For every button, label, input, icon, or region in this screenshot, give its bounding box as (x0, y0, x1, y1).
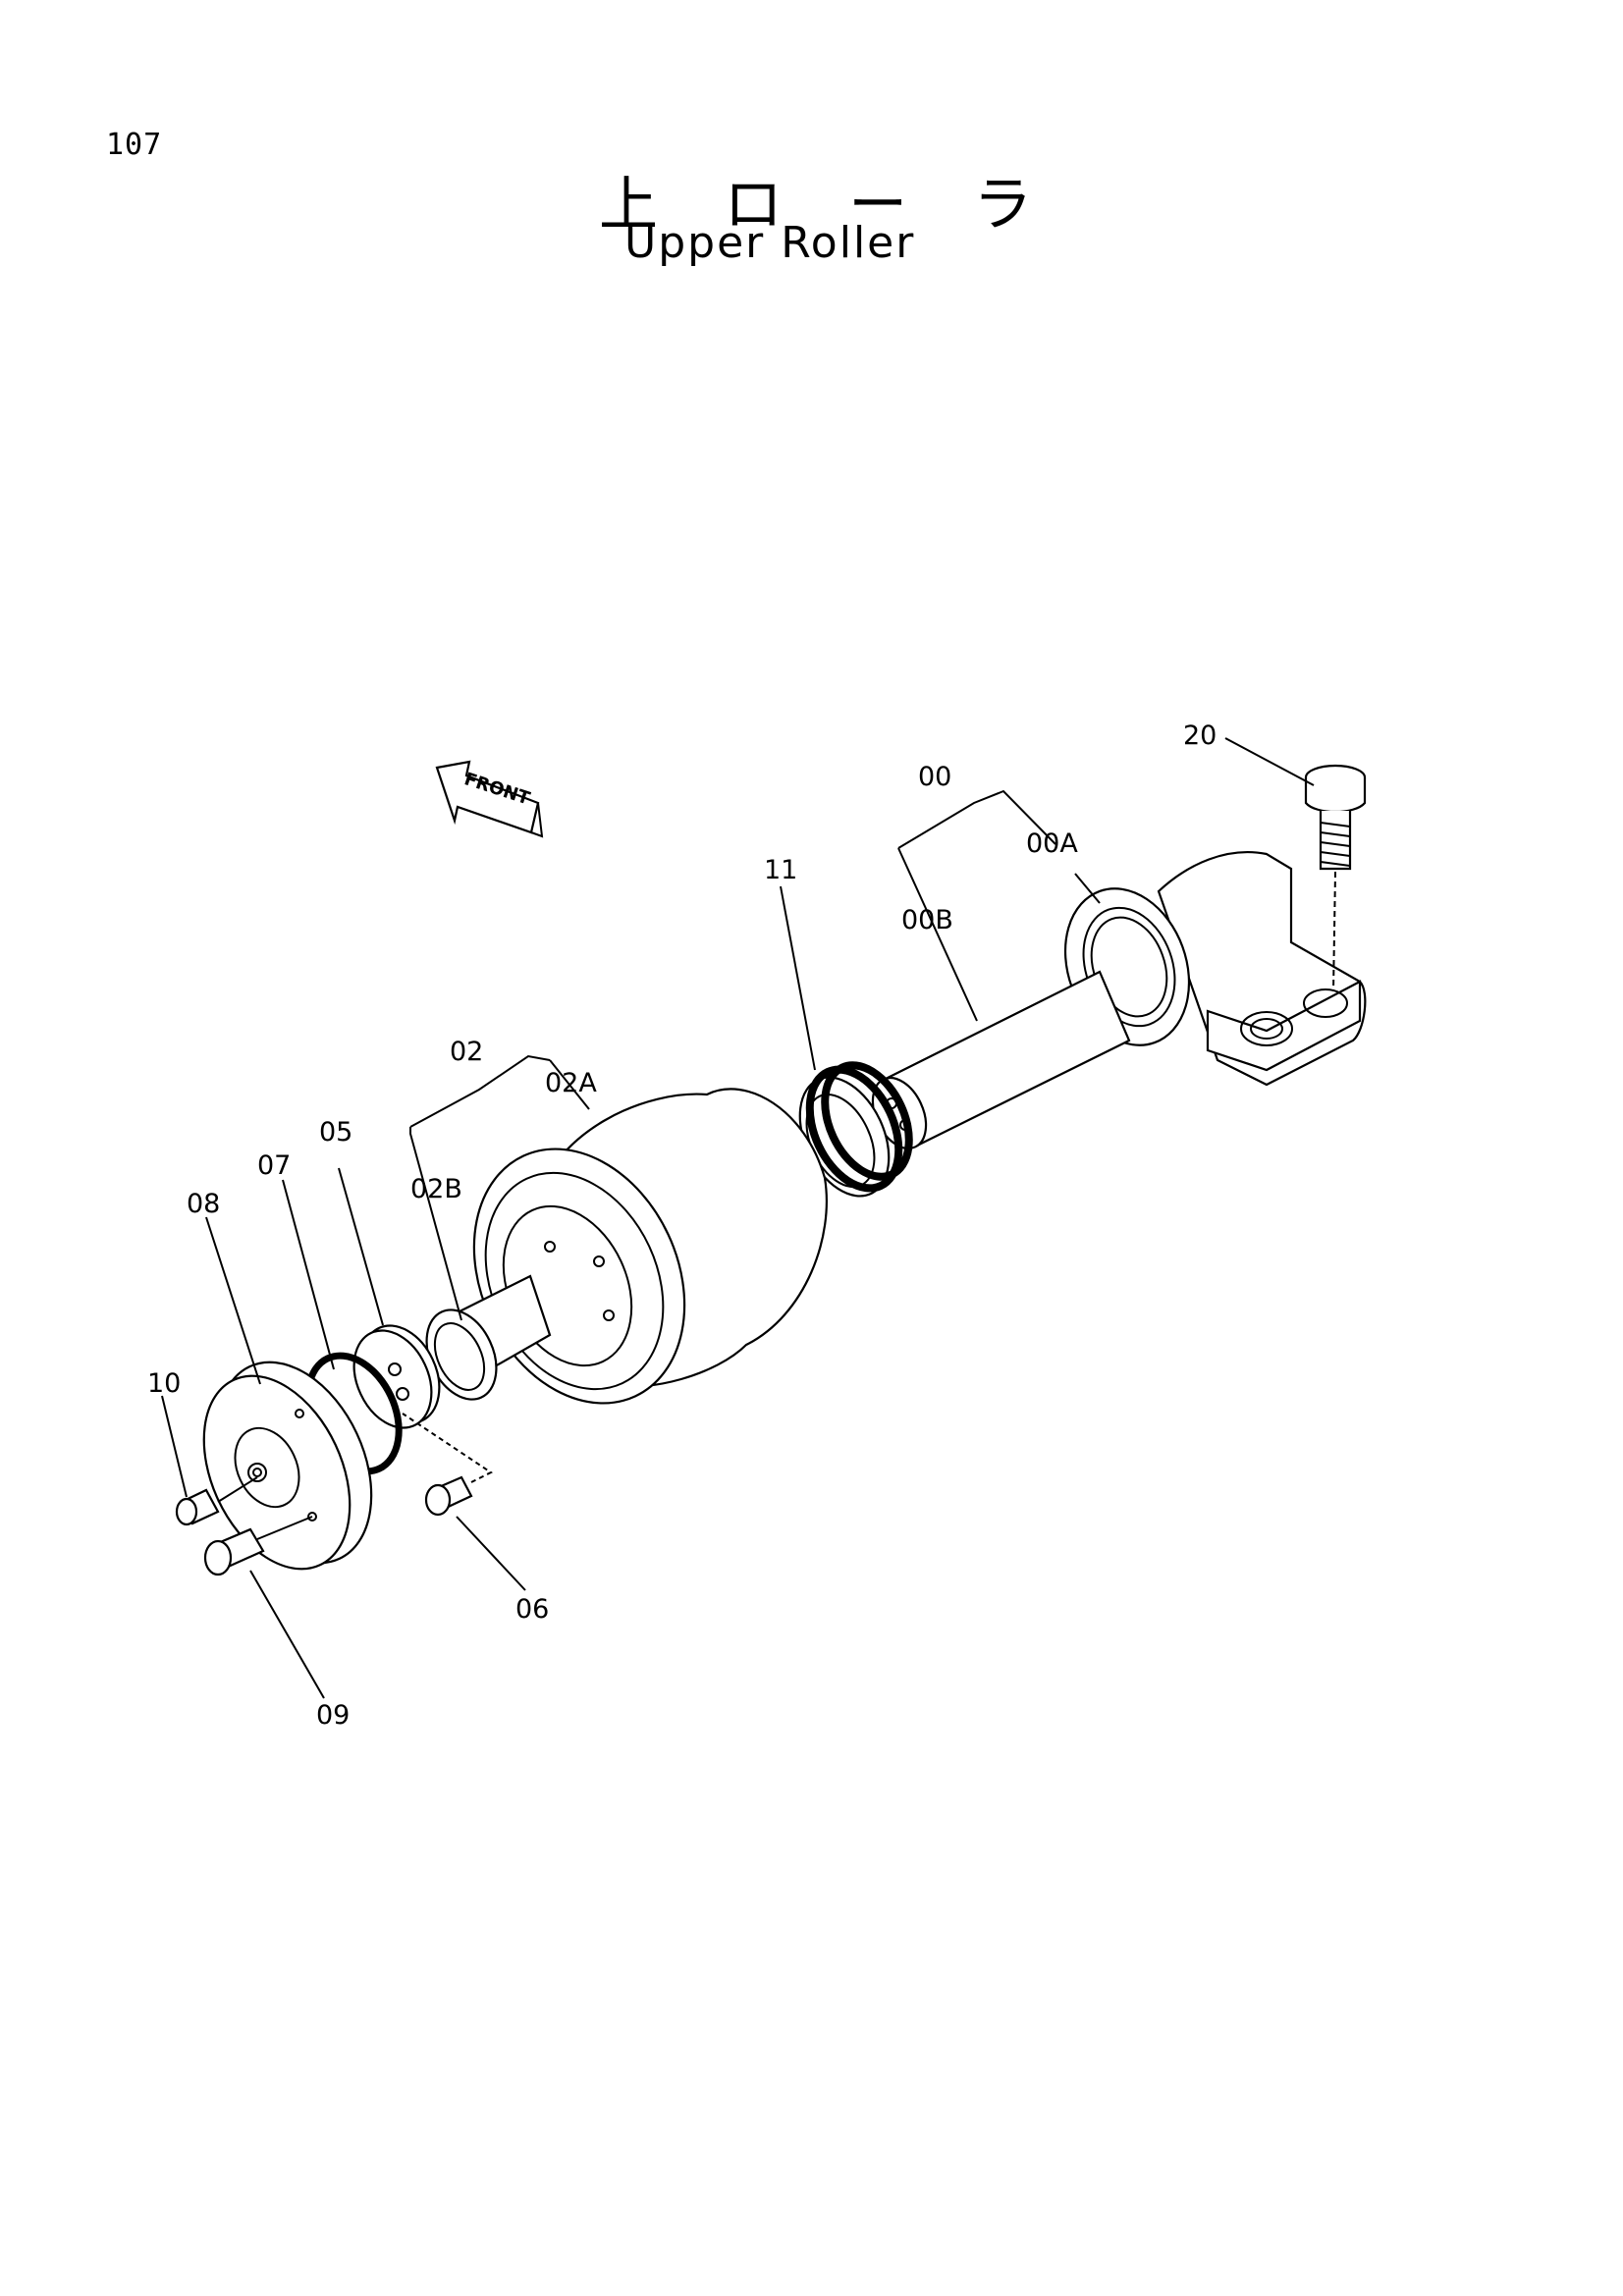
title-japanese: 上 ロ ー ラ (599, 171, 1056, 240)
title-english: Upper Roller (624, 218, 916, 268)
label-08: 08 (187, 1189, 220, 1219)
label-20: 20 (1183, 721, 1217, 751)
front-arrow-icon: FRONT (435, 760, 544, 838)
label-07: 07 (257, 1150, 291, 1181)
label-02a: 02A (545, 1068, 597, 1098)
cover-bolt (203, 1516, 313, 1576)
label-02: 02 (450, 1037, 483, 1067)
shaft (871, 970, 1131, 1150)
label-10: 10 (147, 1368, 181, 1399)
label-11: 11 (764, 855, 797, 885)
label-00: 00 (918, 762, 951, 792)
thrust-plate (352, 1324, 441, 1429)
label-00b: 00B (901, 905, 953, 935)
label-06: 06 (515, 1594, 549, 1625)
floating-seal (798, 1061, 913, 1198)
cover (202, 1361, 373, 1571)
leader-lines (161, 737, 1315, 1699)
bolt (1304, 764, 1367, 992)
label-00a: 00A (1026, 828, 1078, 859)
label-09: 09 (316, 1700, 350, 1731)
part-labels: 20 00 00A 00B 11 02 02A 02B 05 07 08 10 … (147, 721, 1217, 1731)
plate-bolt (402, 1413, 493, 1517)
page-number: 107 (106, 128, 163, 162)
label-02b: 02B (410, 1174, 462, 1204)
bushing (425, 1274, 552, 1401)
label-05: 05 (319, 1117, 352, 1148)
plug (175, 1476, 258, 1526)
